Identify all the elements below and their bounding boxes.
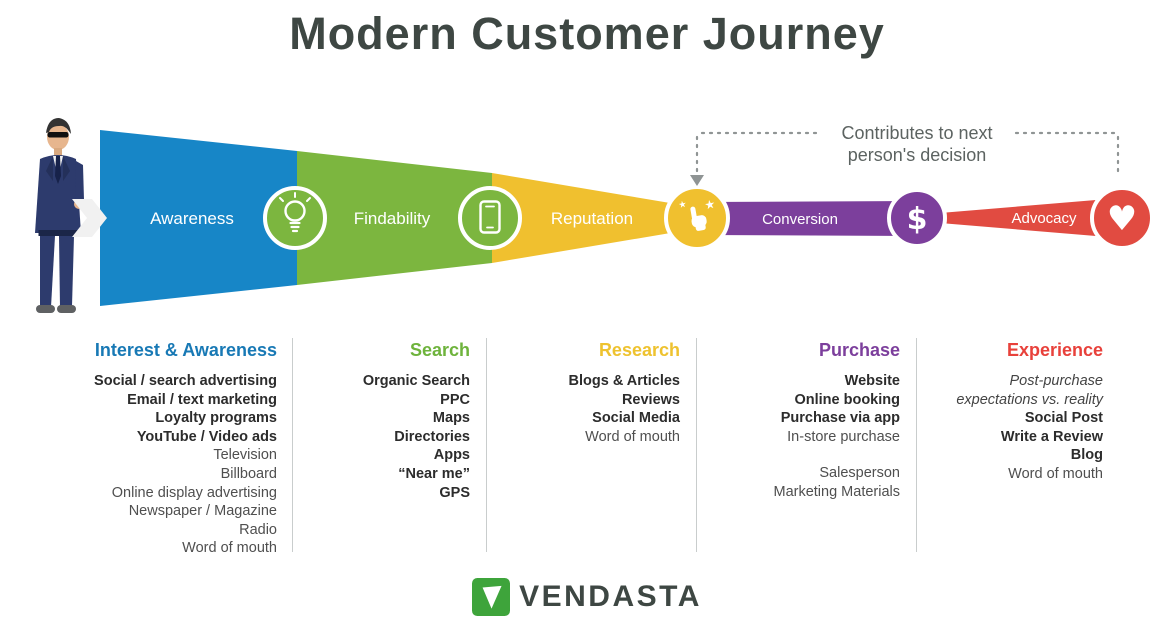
- list-item: Newspaper / Magazine: [128, 503, 277, 520]
- vendasta-logo: VENDASTA: [0, 578, 1174, 616]
- lightbulb-icon: [279, 192, 311, 233]
- list-item: Social Post: [1024, 410, 1103, 427]
- list-item: GPS: [439, 484, 470, 501]
- heart-icon: ♥: [1107, 199, 1137, 239]
- stage-label-findability: Findability: [354, 209, 431, 228]
- list-item: Social Media: [592, 410, 680, 427]
- list-item: Post-purchase: [1009, 373, 1104, 389]
- list-item: Blog: [1070, 447, 1103, 464]
- page-title: Modern Customer Journey: [289, 8, 885, 59]
- column-divider: [292, 338, 293, 552]
- list-item: Word of mouth: [585, 428, 680, 445]
- column-experience: Experience Post-purchase expectations vs…: [920, 340, 1103, 484]
- annotation-group: Contributes to next person's decision: [690, 123, 1120, 186]
- column-research: Research Blogs & Articles Reviews Social…: [500, 340, 680, 446]
- list-item: Reviews: [621, 391, 680, 408]
- column-divider: [486, 338, 487, 552]
- svg-text:★: ★: [703, 197, 716, 213]
- vendasta-logo-mark-icon: [472, 578, 511, 616]
- column-divider: [916, 338, 917, 552]
- column-header-interest-awareness: Interest & Awareness: [94, 340, 277, 360]
- dollar-badge: $: [887, 188, 947, 248]
- list-item: Salesperson: [819, 465, 900, 482]
- list-item: Write a Review: [1000, 428, 1103, 445]
- phone-icon: [479, 200, 501, 234]
- annotation-line1: Contributes to next: [841, 123, 992, 143]
- funnel-stage-reputation: [492, 173, 700, 263]
- list-item: Email / text marketing: [127, 391, 277, 408]
- list-item: PPC: [440, 391, 470, 408]
- journey-funnel-diagram: Awareness Findability Reputation Convers…: [0, 105, 1174, 355]
- list-item: expectations vs. reality: [956, 391, 1103, 408]
- list-item: Maps: [432, 410, 470, 427]
- click-stars-icon: ★ ★: [678, 197, 716, 231]
- stage-label-reputation: Reputation: [551, 209, 633, 228]
- svg-text:★: ★: [678, 200, 688, 211]
- list-item: Billboard: [220, 465, 277, 482]
- list-item: Word of mouth: [182, 540, 277, 557]
- list-item: Directories: [394, 428, 470, 445]
- list-item: Loyalty programs: [155, 410, 277, 427]
- lightbulb-badge: [263, 186, 327, 250]
- businessman-illustration: [35, 118, 84, 313]
- list-item: Television: [213, 447, 277, 464]
- funnel-stage-conversion: [703, 201, 917, 236]
- dollar-icon: $: [907, 202, 928, 237]
- column-header-experience: Experience: [1006, 340, 1103, 360]
- list-item: Radio: [239, 521, 277, 538]
- list-item: Online display advertising: [111, 484, 277, 501]
- list-item: Purchase via app: [780, 410, 900, 427]
- entry-arrow-icon: [72, 199, 107, 237]
- column-interest-awareness: Interest & Awareness Social / search adv…: [40, 340, 277, 558]
- stage-label-conversion: Conversion: [762, 211, 838, 228]
- column-header-purchase: Purchase: [818, 340, 900, 360]
- click-badge: ★ ★: [664, 185, 730, 251]
- list-item: Apps: [433, 447, 470, 464]
- list-item: “Near me”: [398, 465, 470, 482]
- annotation-line2: person's decision: [848, 145, 987, 165]
- list-item: Online booking: [794, 391, 900, 408]
- column-header-research: Research: [598, 340, 680, 360]
- column-search: Search Organic Search PPC Maps Directori…: [300, 340, 470, 502]
- heart-badge: ♥: [1090, 186, 1154, 250]
- list-item: Social / search advertising: [94, 373, 277, 389]
- list-item: Word of mouth: [1008, 465, 1103, 482]
- list-item: Organic Search: [362, 373, 470, 389]
- column-divider: [696, 338, 697, 552]
- phone-badge: [458, 186, 522, 250]
- funnel-stage-findability: [297, 151, 492, 285]
- column-header-search: Search: [409, 340, 470, 360]
- vendasta-logo-text: VENDASTA: [519, 580, 702, 613]
- list-item: YouTube / Video ads: [136, 428, 277, 445]
- funnel-stage-awareness: [100, 130, 297, 306]
- column-purchase: Purchase Website Online booking Purchase…: [710, 340, 900, 502]
- stage-label-awareness: Awareness: [150, 209, 234, 228]
- arrow-down-icon: [690, 175, 704, 186]
- funnel-svg: Awareness Findability Reputation Convers…: [35, 118, 1154, 313]
- list-item: Marketing Materials: [773, 483, 900, 500]
- funnel-stage-advocacy: [940, 198, 1120, 238]
- stage-label-advocacy: Advocacy: [1011, 210, 1077, 227]
- list-item: Blogs & Articles: [568, 373, 680, 389]
- list-item: Website: [844, 373, 900, 389]
- list-item: In-store purchase: [787, 428, 900, 445]
